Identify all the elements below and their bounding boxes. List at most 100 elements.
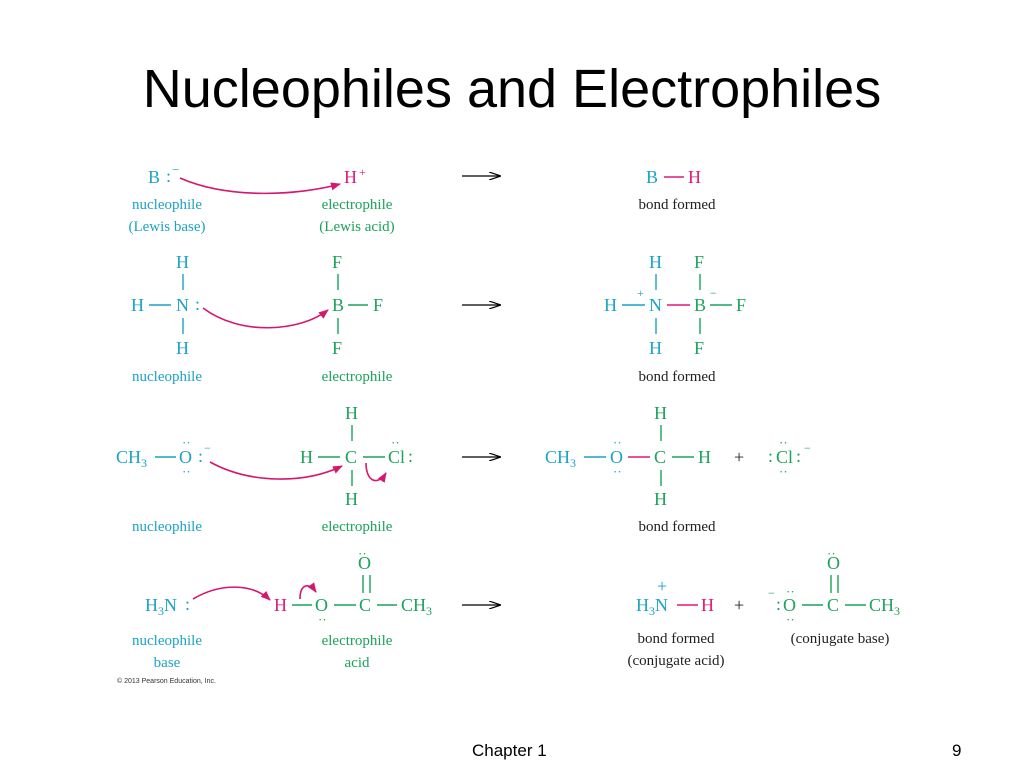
row-4: H3N : ·· O H O ·· C CH3 nucleophile base…: [132, 546, 900, 671]
footer-chapter: Chapter 1: [472, 741, 547, 760]
lone-pair: ··: [779, 435, 788, 450]
atom-h: H: [654, 403, 667, 423]
product-label: bond formed: [638, 519, 716, 535]
lone-pair: ··: [613, 435, 622, 450]
charge-minus: −: [204, 441, 211, 455]
lone-pair: :: [408, 446, 413, 466]
nucleophile-label: nucleophile: [132, 633, 202, 649]
lone-pair: :: [195, 294, 200, 314]
product-sublabel: (conjugate acid): [627, 653, 724, 669]
product-label: bond formed: [637, 631, 715, 647]
methyl-group: CH3: [401, 595, 432, 618]
atom-h: H: [688, 167, 701, 187]
electrophile-label: electrophile: [322, 369, 393, 385]
electrophile-sublabel: acid: [345, 655, 370, 671]
plus-sign: +: [734, 447, 744, 467]
atom-h: H: [274, 595, 287, 615]
lone-pair: ··: [779, 464, 788, 479]
electrophile-label: electrophile: [322, 633, 393, 649]
charge-minus: −: [710, 286, 717, 300]
atom-o: O: [610, 447, 623, 467]
charge-plus: +: [637, 286, 644, 300]
methyl-group: CH3: [116, 447, 147, 470]
atom-o: O: [315, 595, 328, 615]
atom-f: F: [332, 252, 342, 272]
curved-arrow: [179, 177, 341, 195]
nucleophile-sublabel: (Lewis base): [128, 219, 205, 235]
atom-h: H: [604, 295, 617, 315]
copyright-notice: © 2013 Pearson Education, Inc.: [117, 677, 216, 685]
row-1: B : − H + nucleophile (Lewis base) elect…: [128, 162, 716, 235]
product-label: bond formed: [638, 197, 716, 213]
byproduct-label: (conjugate base): [791, 631, 890, 647]
electrophile-label: electrophile: [322, 519, 393, 535]
atom-o: O: [179, 447, 192, 467]
atom-h: H: [131, 295, 144, 315]
nucleophile-label: nucleophile: [132, 519, 202, 535]
ammonia: H3N: [145, 595, 177, 618]
atom-cl: Cl: [388, 447, 405, 467]
lone-pair: :: [796, 446, 801, 466]
electrophile-label: electrophile: [322, 197, 393, 213]
atom-f: F: [694, 338, 704, 358]
plus-sign: +: [734, 595, 744, 615]
atom-h: H: [176, 338, 189, 358]
atom-n: N: [176, 295, 189, 315]
atom-h: H: [176, 252, 189, 272]
atom-cl: Cl: [776, 447, 793, 467]
atom-f: F: [373, 295, 383, 315]
charge-minus: −: [172, 162, 179, 177]
atom-h: H: [649, 338, 662, 358]
lone-pair: ··: [318, 612, 327, 627]
electrophile-sublabel: (Lewis acid): [319, 219, 394, 235]
lone-pair: :: [185, 594, 190, 614]
atom-b: B: [694, 295, 706, 315]
atom-c: C: [359, 595, 371, 615]
atom-b: B: [646, 167, 658, 187]
atom-h: H: [654, 489, 667, 509]
atom-c: C: [654, 447, 666, 467]
atom-n: N: [649, 295, 662, 315]
atom-f: F: [736, 295, 746, 315]
lone-pair: ··: [786, 612, 795, 627]
atom-o: O: [358, 553, 371, 573]
atom-h: H: [698, 447, 711, 467]
slide-title: Nucleophiles and Electrophiles: [142, 59, 882, 119]
row-3: CH3 ·· O ·· : − H H C ·· Cl : H nucleoph…: [116, 403, 811, 535]
curved-arrow: [365, 462, 387, 483]
ammonium: H3N: [636, 595, 668, 618]
lone-pair: ··: [786, 584, 795, 599]
lone-pair: :: [768, 446, 773, 466]
charge-minus: −: [804, 441, 811, 455]
atom-b: B: [332, 295, 344, 315]
curved-arrow: [299, 582, 317, 600]
lone-pair: :: [198, 446, 203, 466]
lone-pair: ··: [358, 546, 367, 561]
atom-h: H: [345, 403, 358, 423]
lone-pair: ··: [391, 435, 400, 450]
atom-f: F: [694, 252, 704, 272]
curved-arrow: [202, 307, 329, 329]
atom-h: H: [345, 489, 358, 509]
lone-pair: :: [166, 166, 171, 186]
nucleophile-label: nucleophile: [132, 369, 202, 385]
row-2: H H N : H F B F F nucleophile electrophi…: [131, 252, 746, 385]
charge-plus: +: [657, 576, 667, 596]
curved-arrow: [209, 461, 343, 480]
lone-pair: ··: [182, 435, 191, 450]
atom-h: H: [300, 447, 313, 467]
atom-c: C: [827, 595, 839, 615]
product-label: bond formed: [638, 369, 716, 385]
nucleophile-sublabel: base: [154, 655, 181, 671]
lone-pair: :: [776, 594, 781, 614]
methyl-group: CH3: [545, 447, 576, 470]
charge-plus: +: [359, 165, 366, 179]
atom-o: O: [827, 553, 840, 573]
atom-h: H: [344, 167, 357, 187]
lone-pair: ··: [827, 546, 836, 561]
atom-o: O: [783, 595, 796, 615]
page-number: 9: [952, 741, 962, 760]
reaction-diagram: B : − H + nucleophile (Lewis base) elect…: [116, 162, 900, 685]
atom-h: H: [701, 595, 714, 615]
methyl-group: CH3: [869, 595, 900, 618]
